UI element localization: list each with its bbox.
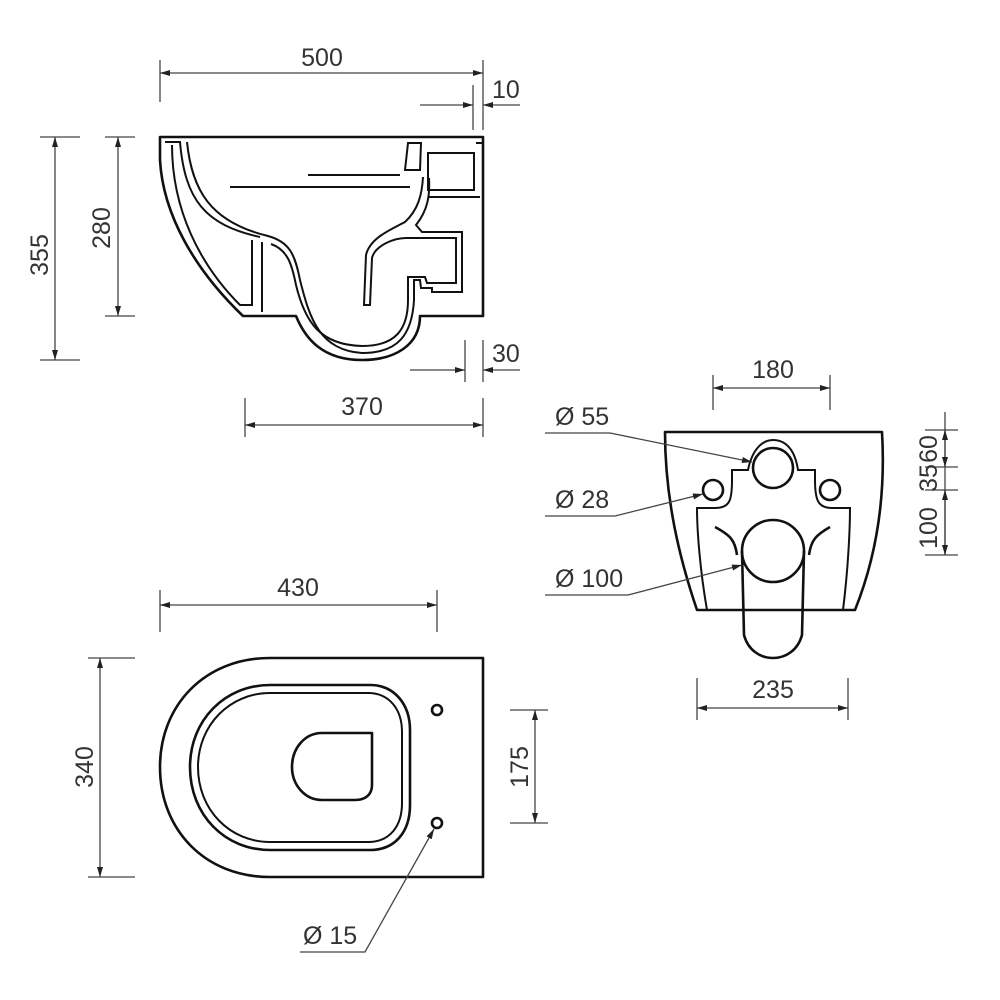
bowl-inner xyxy=(186,141,463,355)
water-line xyxy=(230,174,410,188)
dim-fixing-spacing-label: 180 xyxy=(752,356,794,384)
inlet-boxes xyxy=(403,142,482,198)
seat-inner xyxy=(196,692,403,843)
side-outline xyxy=(158,135,485,362)
dim-offset-label: 30 xyxy=(492,340,520,368)
rim-channel xyxy=(165,141,261,306)
seat-opening xyxy=(188,683,412,852)
dim-depth-label: 370 xyxy=(341,393,383,421)
dim-60-label: 60 xyxy=(915,435,943,463)
top-view: 430 340 175 Ø 15 xyxy=(71,574,548,953)
outlet-spout xyxy=(714,525,831,660)
dim-35-label: 35 xyxy=(915,464,943,492)
seat-hole-bottom xyxy=(430,816,444,830)
top-outline xyxy=(158,656,485,879)
bowl-opening xyxy=(290,731,374,802)
outlet-hole xyxy=(740,518,806,584)
leader-inlet xyxy=(545,432,753,463)
back-inner xyxy=(695,438,852,611)
dia-outlet-label: Ø 100 xyxy=(555,565,623,593)
back-outline xyxy=(663,430,885,612)
fixing-hole-left xyxy=(701,478,725,502)
dia-inlet-label: Ø 55 xyxy=(555,403,609,431)
inlet-hole xyxy=(751,446,795,490)
dim-total-height-label: 355 xyxy=(26,234,54,276)
side-view: 500 10 355 280 30 370 xyxy=(26,44,520,437)
dia-hole-label: Ø 15 xyxy=(303,922,357,950)
leader-outlet xyxy=(545,564,743,596)
dia-fixing-label: Ø 28 xyxy=(555,486,609,514)
dim-length-label: 430 xyxy=(277,574,319,602)
dim-gap-label: 10 xyxy=(492,76,520,104)
dim-100-label: 100 xyxy=(915,507,943,549)
leader-hole xyxy=(300,828,435,953)
dim-rim-height-label: 280 xyxy=(88,207,116,249)
dim-base-width-label: 235 xyxy=(752,676,794,704)
leader-fixing xyxy=(545,493,704,517)
back-view: 180 Ø 55 Ø 28 Ø 100 60 35 100 235 xyxy=(545,356,958,720)
dim-hole-spacing-label: 175 xyxy=(506,746,534,788)
fixing-hole-right xyxy=(818,478,842,502)
dim-width-label: 340 xyxy=(71,746,99,788)
dim-width-label: 500 xyxy=(301,44,343,72)
seat-hole-top xyxy=(430,703,444,717)
bowl-inner-2 xyxy=(261,176,457,348)
